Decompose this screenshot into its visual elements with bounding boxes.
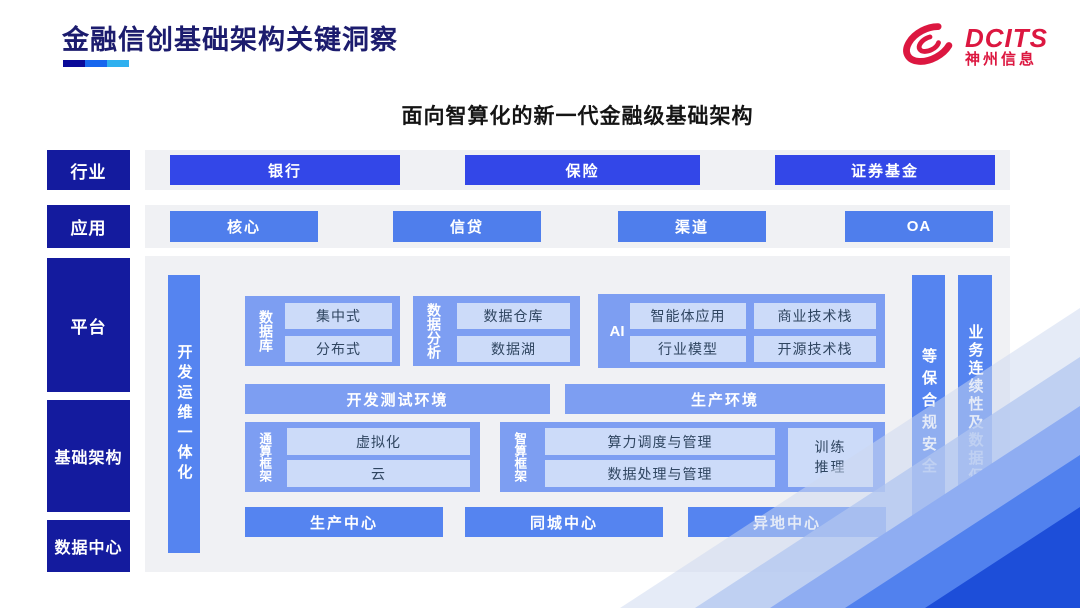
row-label-infrastructure: 基础架构 — [47, 400, 130, 512]
database-group: 数据库 集中式 分布式 — [245, 296, 400, 366]
logo-company-name: 神州信息 — [965, 51, 1038, 69]
logo-swirl-icon — [900, 18, 958, 75]
database-group-label: 数据库 — [258, 310, 274, 352]
underline-segment-dark — [63, 60, 85, 67]
page-title: 金融信创基础架构关键洞察 — [62, 25, 398, 55]
title-underline — [63, 60, 129, 67]
row-label-datacenter: 数据中心 — [47, 520, 130, 572]
database-item-centralized: 集中式 — [285, 303, 392, 329]
platform-panel: 开发运维一体化 数据库 集中式 分布式 数据分析 数据仓库 数据湖 AI 智能体… — [145, 256, 1010, 572]
analytics-item-warehouse: 数据仓库 — [457, 303, 570, 329]
center-production: 生产中心 — [245, 507, 443, 537]
row-label-application: 应用 — [47, 205, 130, 248]
env-production: 生产环境 — [565, 384, 885, 414]
ai-framework-group: 智算框架 算力调度与管理 数据处理与管理 训练推理 — [500, 422, 885, 492]
industry-row: 银行 保险 证券基金 — [145, 150, 1010, 190]
row-label-industry: 行业 — [47, 150, 130, 190]
application-row: 核心 信贷 渠道 OA — [145, 205, 1010, 248]
general-item-cloud: 云 — [287, 460, 470, 487]
ai-group-label: AI — [609, 322, 625, 340]
row-label-platform: 平台 — [47, 258, 130, 392]
ai-item-agent-apps: 智能体应用 — [630, 303, 746, 329]
application-item-channel: 渠道 — [618, 211, 766, 242]
training-inference-label: 训练推理 — [814, 438, 847, 475]
center-remote: 异地中心 — [688, 507, 886, 537]
diagram-title: 面向智算化的新一代金融级基础架构 — [401, 105, 754, 128]
application-item-core: 核心 — [170, 211, 318, 242]
ai-group: AI 智能体应用 商业技术栈 行业模型 开源技术栈 — [598, 294, 885, 368]
industry-item-insurance: 保险 — [465, 155, 700, 185]
industry-item-securities: 证券基金 — [775, 155, 995, 185]
ai-item-commercial-stack: 商业技术栈 — [754, 303, 876, 329]
analytics-item-lake: 数据湖 — [457, 336, 570, 362]
env-devtest: 开发测试环境 — [245, 384, 550, 414]
general-framework-label: 通算框架 — [257, 432, 272, 482]
ai-framework-item-dataproc: 数据处理与管理 — [545, 460, 775, 487]
general-framework-group: 通算框架 虚拟化 云 — [245, 422, 480, 492]
ai-framework-item-scheduling: 算力调度与管理 — [545, 428, 775, 455]
continuity-bar: 业务连续性及数据保护 — [958, 275, 992, 553]
ai-item-opensource-stack: 开源技术栈 — [754, 336, 876, 362]
underline-segment-blue — [85, 60, 107, 67]
general-item-virtualization: 虚拟化 — [287, 428, 470, 455]
analytics-group-label: 数据分析 — [426, 303, 442, 359]
analytics-group: 数据分析 数据仓库 数据湖 — [413, 296, 580, 366]
application-item-oa: OA — [845, 211, 993, 242]
industry-item-bank: 银行 — [170, 155, 400, 185]
company-logo: DCITS 神州信息 — [900, 18, 1048, 75]
ai-item-industry-models: 行业模型 — [630, 336, 746, 362]
devops-bar: 开发运维一体化 — [168, 275, 200, 553]
application-item-credit: 信贷 — [393, 211, 541, 242]
security-bar: 等保合规安全 — [912, 275, 945, 553]
ai-framework-label: 智算框架 — [512, 432, 527, 482]
center-samecity: 同城中心 — [465, 507, 663, 537]
logo-brand: DCITS — [965, 22, 1048, 53]
underline-segment-light — [107, 60, 129, 67]
database-item-distributed: 分布式 — [285, 336, 392, 362]
logo-text: DCITS 神州信息 — [965, 22, 1048, 69]
ai-framework-item-training: 训练推理 — [788, 428, 873, 487]
